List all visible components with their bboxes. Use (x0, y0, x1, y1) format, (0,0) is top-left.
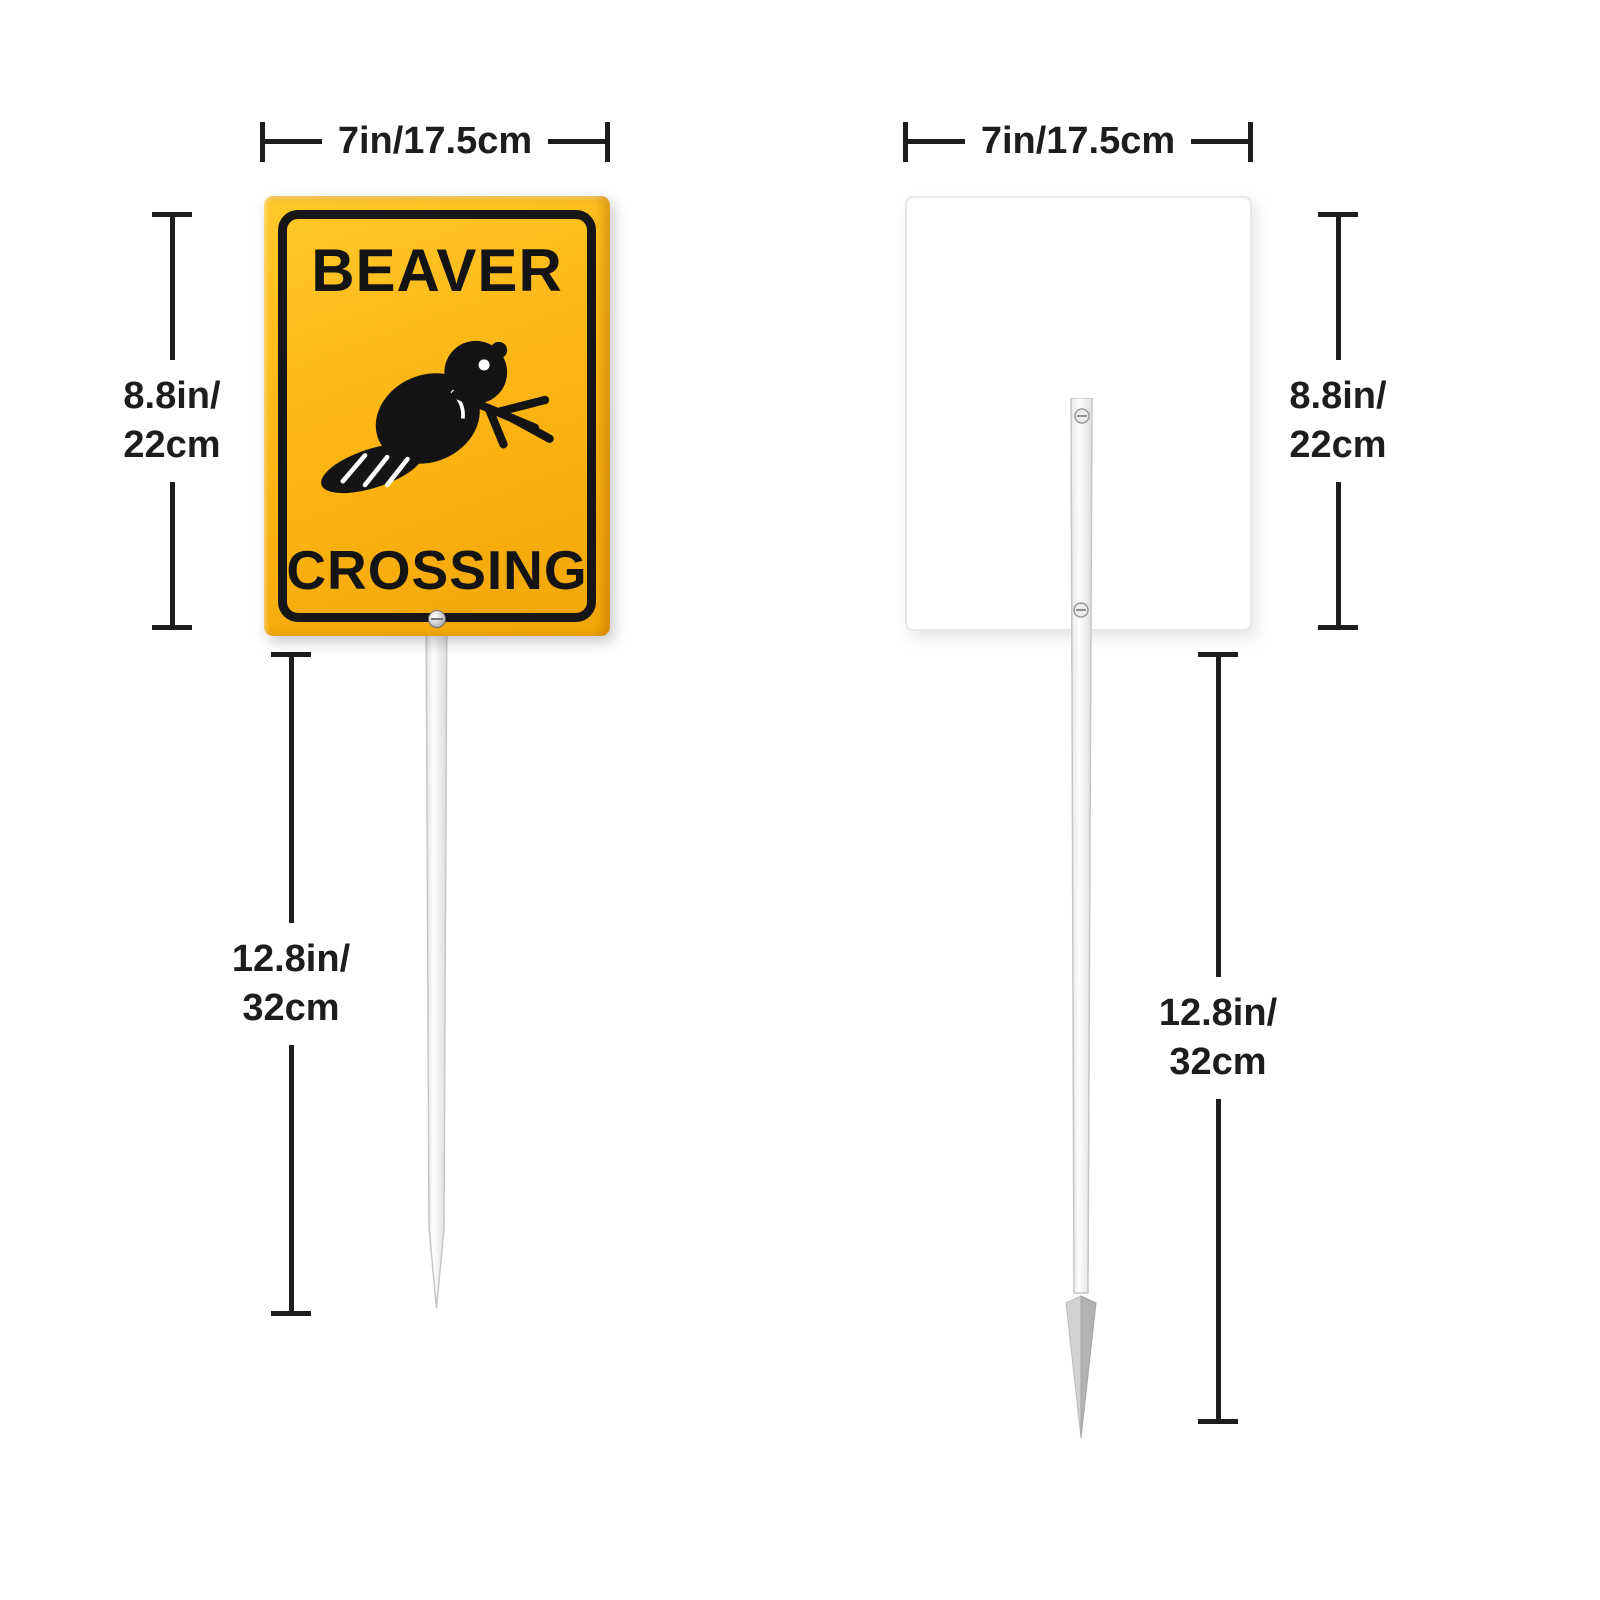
dimension-line (1191, 139, 1248, 144)
front-height-label-line2: 22cm (123, 424, 221, 466)
dimension-tick (1318, 212, 1358, 217)
front-height-label-line1: 8.8in/ (123, 375, 221, 418)
front-width-label: 7in/17.5cm (337, 120, 533, 162)
dimension-line (265, 139, 322, 144)
dimension-tick (152, 625, 192, 630)
front-stake-label: 12.8in/ 32cm (232, 923, 350, 1044)
sign-text-top: BEAVER (311, 237, 563, 304)
dimension-line (1335, 217, 1341, 361)
sign-text-bottom: CROSSING (286, 539, 588, 601)
beaver-icon (317, 312, 557, 512)
sign-front-panel: BEAVER (264, 196, 610, 636)
front-stake-label-line1: 12.8in/ (231, 938, 351, 981)
back-stake-label-line1: 12.8in/ (1158, 992, 1278, 1035)
back-width-dimension: 7in/17.5cm (903, 120, 1253, 163)
dimension-tick (1198, 1419, 1238, 1424)
screw-icon (1073, 408, 1090, 618)
back-width-label: 7in/17.5cm (980, 120, 1176, 162)
dimension-line (1335, 481, 1341, 625)
ground-stake-back (1065, 398, 1097, 1439)
back-stake-label-line2: 32cm (1169, 1041, 1267, 1083)
screw-icon (428, 610, 446, 628)
back-stake-dimension: 12.8in/ 32cm (1143, 652, 1293, 1424)
front-height-dimension: 8.8in/ 22cm (97, 212, 247, 630)
front-width-dimension: 7in/17.5cm (260, 120, 610, 163)
dimension-tick (605, 121, 610, 162)
dimension-tick (1248, 121, 1253, 162)
dimension-tick (271, 1311, 311, 1316)
dimension-tick (1198, 652, 1238, 657)
dimension-line (908, 139, 965, 144)
dimension-line (1215, 1098, 1221, 1419)
dimension-line (169, 217, 175, 361)
back-height-label-line1: 8.8in/ (1289, 375, 1387, 418)
dimension-tick (903, 121, 908, 162)
front-height-label: 8.8in/ 22cm (123, 360, 220, 481)
back-stake-label: 12.8in/ 32cm (1159, 977, 1277, 1098)
dimension-line (288, 657, 294, 924)
dimension-line (288, 1044, 294, 1311)
dimension-line (169, 481, 175, 625)
front-stake-label-line2: 32cm (242, 987, 340, 1029)
ground-stake-front (425, 596, 448, 1309)
dimension-tick (271, 652, 311, 657)
dimension-line (548, 139, 605, 144)
front-stake-dimension: 12.8in/ 32cm (216, 652, 366, 1316)
dimension-tick (260, 121, 265, 162)
dimension-line (1215, 657, 1221, 978)
back-height-dimension: 8.8in/ 22cm (1263, 212, 1413, 630)
dimension-tick (1318, 625, 1358, 630)
dimension-tick (152, 212, 192, 217)
back-height-label: 8.8in/ 22cm (1289, 360, 1386, 481)
back-height-label-line2: 22cm (1289, 424, 1387, 466)
